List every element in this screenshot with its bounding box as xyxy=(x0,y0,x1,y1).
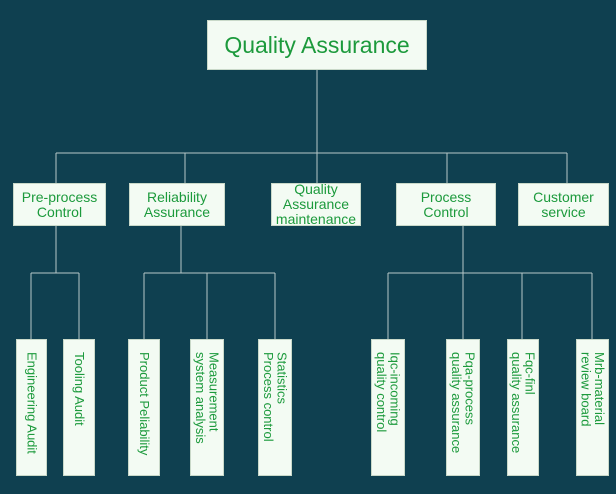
leaf-node-label: Iqc-incoming quality control xyxy=(374,352,403,433)
category-node-label: Reliability Assurance xyxy=(143,188,211,220)
leaf-node-label: Pqa-process quality assurance xyxy=(449,352,478,454)
leaf-node-pqa-process-quality-assurance: Pqa-process quality assurance xyxy=(446,339,480,476)
leaf-node-label: Tooling Audit xyxy=(71,352,87,426)
leaf-node-measurement-system-analysis: Measurement system analysis xyxy=(190,339,224,476)
leaf-node-product-peliability: Product Peliability xyxy=(128,339,160,476)
leaf-node-label: Measurement system analysis xyxy=(193,352,222,444)
leaf-node-engineering-audit: Engineering Audit xyxy=(16,339,47,476)
leaf-node-fqc-finl-quality-assurance: Fqc-finl quality assurance xyxy=(507,339,539,476)
leaf-node-label: Mrb-material review board xyxy=(578,352,608,427)
category-node-process-control: Process Control xyxy=(396,183,496,226)
leaf-node-iqc-incoming-quality-control: Iqc-incoming quality control xyxy=(371,339,405,476)
root-node: Quality Assurance xyxy=(207,20,427,70)
category-node-label: Process Control xyxy=(420,188,472,220)
category-node-quality-assurance-maintenance: Quality Assurance maintenance xyxy=(271,181,361,227)
category-node-label: Quality Assurance maintenance xyxy=(275,181,357,227)
category-node-customer-service: Customer service xyxy=(518,183,609,226)
leaf-node-statistics-process-control: Statistics Process control xyxy=(258,339,292,476)
leaf-node-label: Statistics Process control xyxy=(261,352,290,442)
category-node-pre-process-control: Pre-process Control xyxy=(13,183,106,226)
leaf-node-label: Product Peliability xyxy=(136,352,152,456)
leaf-node-label: Fqc-finl quality assurance xyxy=(509,352,538,454)
leaf-node-mrb-material-review-board: Mrb-material review board xyxy=(576,339,609,476)
category-node-reliability-assurance: Reliability Assurance xyxy=(129,183,225,226)
category-node-label: Customer service xyxy=(533,188,594,220)
root-node-label: Quality Assurance xyxy=(224,31,410,58)
leaf-node-label: Engineering Audit xyxy=(24,352,40,454)
category-node-label: Pre-process Control xyxy=(21,188,98,220)
leaf-node-tooling-audit: Tooling Audit xyxy=(63,339,95,476)
